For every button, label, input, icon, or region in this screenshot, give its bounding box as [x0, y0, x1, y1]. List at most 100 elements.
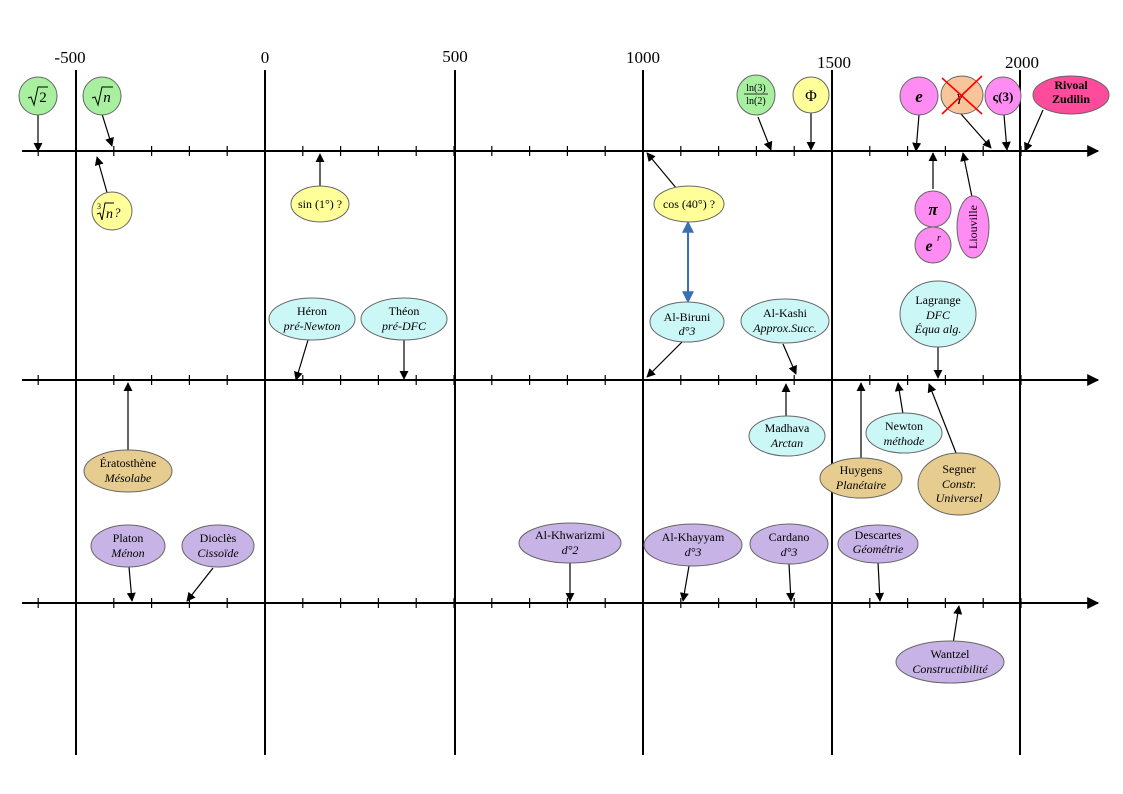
- huygens-name: Huygens: [840, 463, 883, 477]
- cardano-note: d°3: [781, 545, 798, 559]
- year-labels: -500 0 500 1000 1500 2000: [54, 47, 1039, 72]
- heron-name: Héron: [297, 304, 327, 318]
- node-segner: Segner Constr. Universel: [917, 452, 1001, 516]
- diocles-note: Cissoïde: [197, 546, 239, 560]
- arrow-newton: [894, 382, 904, 415]
- node-heron: Héron pré-Newton: [268, 297, 356, 341]
- descartes-note: Géométrie: [853, 542, 904, 556]
- eratosthene-name: Ératosthène: [100, 456, 157, 470]
- node-lagrange: Lagrange DFC Équa alg.: [899, 280, 977, 348]
- cbrt-n: n: [106, 207, 113, 222]
- arrow-kashi: [782, 343, 797, 375]
- madhava-name: Madhava: [765, 421, 810, 435]
- node-descartes: Descartes Géométrie: [837, 524, 919, 564]
- sin1-label: sin (1°) ?: [298, 197, 342, 211]
- biruni-note: d°3: [679, 324, 696, 338]
- arrow-descartes: [875, 561, 885, 602]
- newton-note: méthode: [884, 434, 925, 448]
- sqrt2-label: 2: [39, 90, 47, 106]
- node-cos40: cos (40°) ?: [653, 185, 725, 223]
- node-huygens: Huygens Planétaire: [819, 457, 903, 499]
- e-label: e: [915, 87, 923, 106]
- phi-label: Φ: [805, 88, 817, 105]
- kashi-note: Approx.Succ.: [752, 321, 817, 335]
- year-label: 2000: [1005, 53, 1039, 72]
- khayyam-note: d°3: [685, 545, 702, 559]
- node-madhava: Madhava Arctan: [748, 415, 826, 457]
- diocles-name: Dioclès: [200, 531, 237, 545]
- khwarizmi-note: d°2: [562, 543, 579, 557]
- arrow-cardano: [786, 563, 796, 602]
- node-pi: π: [914, 190, 952, 228]
- year-label: 1000: [626, 48, 660, 67]
- arrow-biruni: [646, 340, 684, 378]
- node-wantzel: Wantzel Constructibilité: [895, 640, 1005, 684]
- arrow-rivoal: [1024, 109, 1044, 152]
- node-rivoal-zudilin: Rivoal Zudilin: [1032, 75, 1110, 115]
- arrow-heron: [294, 339, 309, 381]
- eratosthene-note: Mésolabe: [104, 471, 152, 485]
- arrow-diocles: [186, 567, 214, 602]
- arrow-cbrtn: [94, 156, 109, 197]
- er-base: e: [925, 238, 932, 255]
- arrow-wantzel: [952, 605, 963, 645]
- arrow-khayyam: [679, 565, 690, 602]
- segner-note-1: Constr.: [942, 477, 976, 491]
- wantzel-note: Constructibilité: [912, 662, 988, 676]
- arrow-platon: [126, 566, 136, 602]
- year-gridlines: [75, 70, 1021, 755]
- year-label: 1500: [817, 53, 851, 72]
- arrow-cos40: [646, 152, 678, 190]
- timeline-ticks: [37, 146, 1022, 608]
- gamma-crossout: [941, 75, 983, 115]
- arrow-liouville: [960, 152, 973, 198]
- cos40-label: cos (40°) ?: [663, 197, 715, 211]
- wantzel-name: Wantzel: [930, 647, 970, 661]
- node-e-power-r: e r: [914, 226, 952, 264]
- arrow-e: [912, 114, 922, 152]
- node-sqrt2: 2: [18, 76, 58, 116]
- node-al-biruni: Al-Biruni d°3: [649, 301, 725, 343]
- year-label: 0: [261, 48, 270, 67]
- node-sqrtn: n: [82, 76, 122, 116]
- zeta3-label: ς(3): [993, 89, 1014, 104]
- node-phi: Φ: [792, 76, 830, 114]
- node-liouville: Liouville: [956, 195, 990, 259]
- node-al-khwarizmi: Al-Khwarizmi d°2: [518, 522, 622, 564]
- connector-arrows: [33, 109, 1044, 645]
- node-al-khayyam: Al-Khayyam d°3: [643, 523, 743, 567]
- node-sin1: sin (1°) ?: [290, 185, 350, 223]
- lagrange-name: Lagrange: [915, 293, 960, 307]
- platon-name: Platon: [113, 531, 144, 545]
- newton-name: Newton: [885, 419, 923, 433]
- lagrange-note-2: Équa alg.: [914, 322, 962, 336]
- node-cardano: Cardano d°3: [749, 523, 829, 565]
- descartes-name: Descartes: [855, 528, 902, 542]
- ln-numerator: ln(3): [746, 83, 765, 94]
- pi-label: π: [928, 200, 938, 219]
- node-newton: Newton méthode: [865, 412, 943, 454]
- cbrt-question: ?: [114, 205, 121, 220]
- arrow-gamma: [960, 113, 992, 149]
- arrow-zeta: [1001, 114, 1011, 151]
- node-zeta3: ς(3): [984, 76, 1022, 116]
- kashi-name: Al-Kashi: [763, 306, 808, 320]
- node-platon: Platon Ménon: [90, 524, 166, 568]
- arrow-segner: [927, 383, 959, 459]
- arrow-sqrtn: [101, 113, 114, 147]
- lagrange-note-1: DFC: [925, 308, 951, 322]
- node-e: e: [899, 76, 939, 116]
- year-label: 500: [442, 47, 468, 66]
- year-label: -500: [54, 48, 85, 67]
- er-exponent: r: [937, 233, 941, 244]
- zudilin-label: Zudilin: [1052, 92, 1090, 106]
- segner-note-2: Universel: [936, 491, 983, 505]
- node-gamma: γ: [940, 75, 984, 115]
- cardano-name: Cardano: [769, 530, 810, 544]
- theon-note: pré-DFC: [381, 319, 427, 333]
- liouville-label: Liouville: [966, 205, 980, 249]
- theon-name: Théon: [389, 304, 420, 318]
- rivoal-label: Rivoal: [1054, 78, 1088, 92]
- node-al-kashi: Al-Kashi Approx.Succ.: [740, 298, 830, 344]
